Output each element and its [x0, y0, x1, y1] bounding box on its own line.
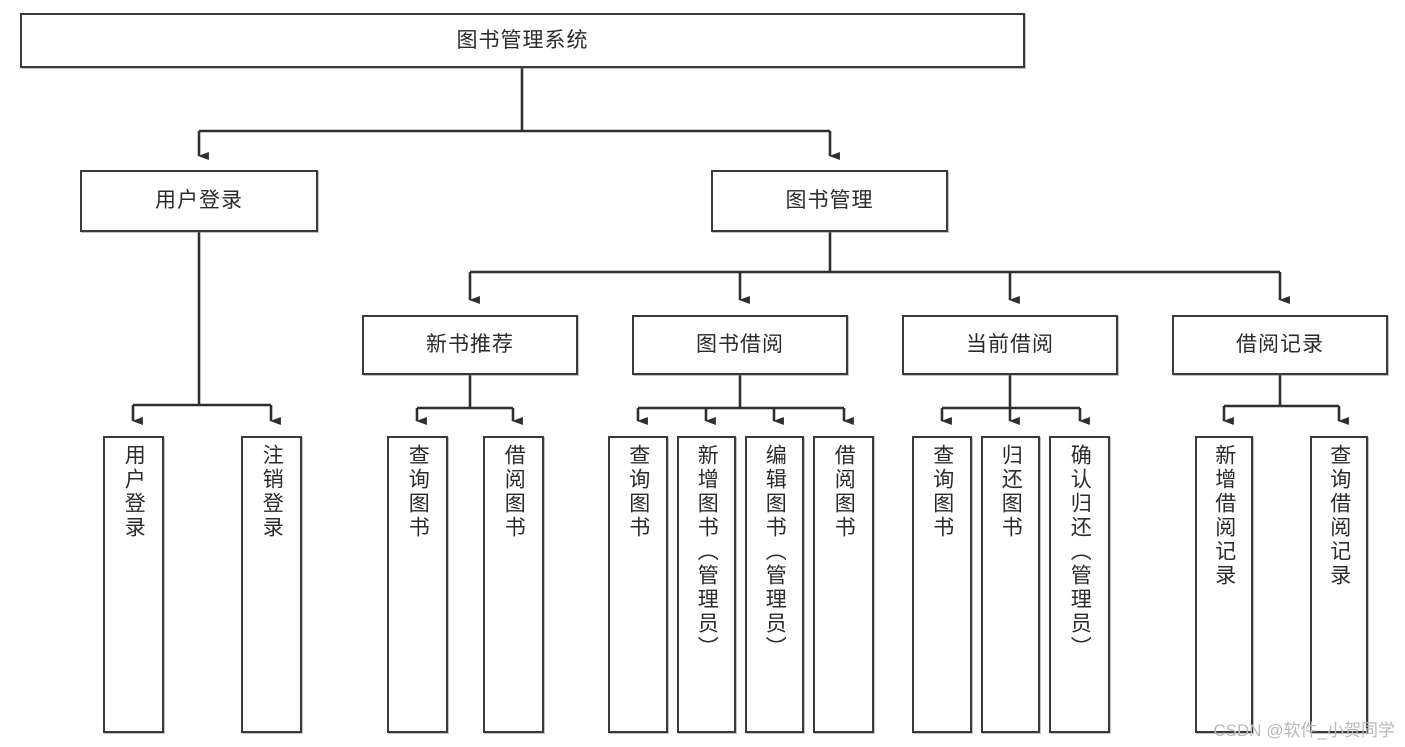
node-leaf-record-add-label: 新增借阅记录: [1212, 444, 1236, 588]
node-current-borrow-label: 当前借阅: [966, 333, 1054, 357]
node-current-borrow[interactable]: 当前借阅: [902, 315, 1118, 375]
node-borrow-record[interactable]: 借阅记录: [1172, 315, 1388, 375]
node-leaf-borrow-borrow-book-label: 借阅图书: [832, 444, 856, 540]
node-leaf-rec-query-book[interactable]: 查询图书: [387, 436, 448, 733]
node-leaf-borrow-edit-book[interactable]: 编辑图书（管理员）: [745, 436, 804, 733]
node-book-borrow[interactable]: 图书借阅: [632, 315, 848, 375]
node-leaf-current-query-book[interactable]: 查询图书: [912, 436, 972, 733]
node-book-manage[interactable]: 图书管理: [711, 170, 948, 232]
node-book-borrow-label: 图书借阅: [696, 333, 784, 357]
node-new-book-rec-label: 新书推荐: [426, 333, 514, 357]
node-root[interactable]: 图书管理系统: [20, 13, 1025, 68]
node-new-book-rec[interactable]: 新书推荐: [362, 315, 578, 375]
node-user-login-label: 用户登录: [155, 189, 243, 213]
node-leaf-borrow-edit-book-label: 编辑图书（管理员）: [763, 444, 787, 660]
node-leaf-user-logout[interactable]: 注销登录: [241, 436, 302, 733]
node-leaf-rec-query-book-label: 查询图书: [406, 444, 430, 540]
node-leaf-user-logout-label: 注销登录: [260, 444, 284, 540]
node-leaf-borrow-query-book[interactable]: 查询图书: [608, 436, 668, 733]
node-leaf-record-query[interactable]: 查询借阅记录: [1310, 436, 1368, 733]
node-leaf-record-add[interactable]: 新增借阅记录: [1195, 436, 1253, 733]
node-leaf-record-query-label: 查询借阅记录: [1327, 444, 1351, 588]
node-root-label: 图书管理系统: [456, 28, 589, 52]
node-leaf-current-confirm-return[interactable]: 确认归还（管理员）: [1049, 436, 1110, 733]
node-leaf-current-return-book-label: 归还图书: [999, 444, 1023, 540]
node-leaf-current-return-book[interactable]: 归还图书: [981, 436, 1040, 733]
node-leaf-user-login[interactable]: 用户登录: [103, 436, 164, 733]
node-leaf-user-login-label: 用户登录: [122, 444, 146, 540]
node-leaf-rec-borrow-book-label: 借阅图书: [502, 444, 526, 540]
watermark-text: CSDN @软件_小贺同学: [1213, 721, 1395, 740]
node-borrow-record-label: 借阅记录: [1236, 333, 1324, 357]
node-leaf-current-query-book-label: 查询图书: [930, 444, 954, 540]
node-book-manage-label: 图书管理: [785, 189, 874, 213]
node-leaf-borrow-add-book-label: 新增图书（管理员）: [695, 444, 719, 660]
node-leaf-borrow-borrow-book[interactable]: 借阅图书: [813, 436, 874, 733]
node-user-login[interactable]: 用户登录: [80, 170, 318, 232]
node-leaf-rec-borrow-book[interactable]: 借阅图书: [483, 436, 544, 733]
node-leaf-current-confirm-return-label: 确认归还（管理员）: [1068, 444, 1092, 660]
node-leaf-borrow-query-book-label: 查询图书: [626, 444, 650, 540]
node-leaf-borrow-add-book[interactable]: 新增图书（管理员）: [677, 436, 736, 733]
